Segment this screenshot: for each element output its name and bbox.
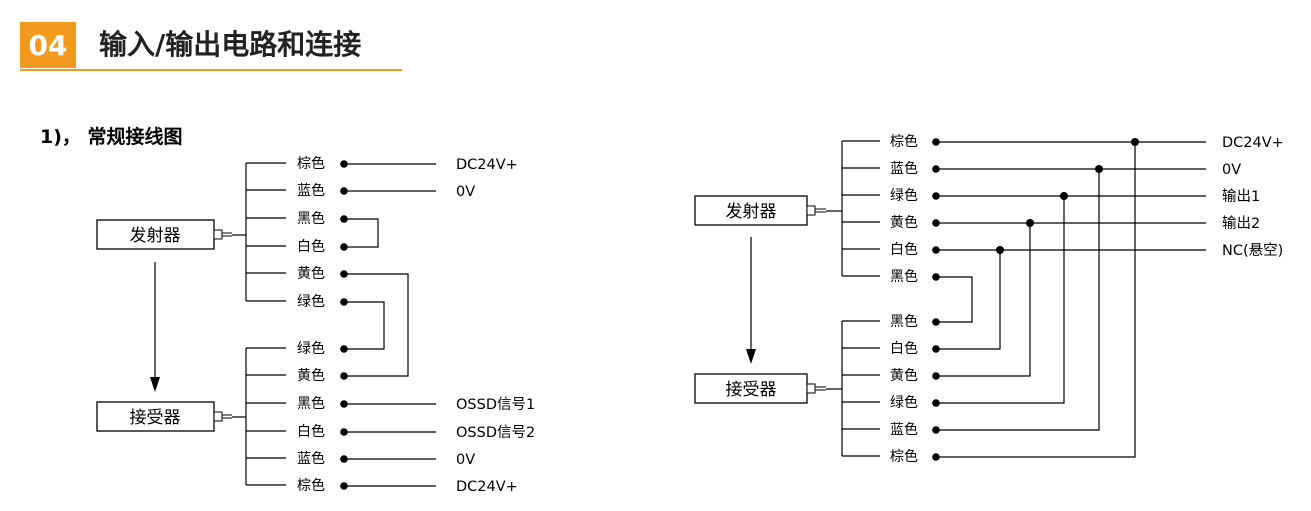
right-receiver-wire-6: 棕色: [842, 448, 940, 465]
left-emitter-label: 发射器: [130, 226, 181, 246]
right-blue-link: [936, 169, 1100, 431]
svg-text:绿色: 绿色: [297, 340, 325, 357]
svg-text:棕色: 棕色: [297, 155, 325, 172]
svg-text:黄色: 黄色: [297, 265, 325, 282]
right-yellow-link: [936, 223, 1031, 377]
left-receiver-signal-1: OSSD信号1: [456, 396, 535, 413]
svg-text:蓝色: 蓝色: [890, 421, 918, 438]
svg-text:绿色: 绿色: [890, 187, 918, 204]
right-brown-link: [936, 142, 1136, 458]
right-receiver-wire-1: 黑色: [842, 313, 940, 330]
subtitle: 1)， 常规接线图: [40, 126, 183, 148]
left-receiver-wire-1: 绿色: [246, 340, 348, 357]
right-receiver-wire-5: 蓝色: [842, 421, 940, 438]
svg-text:白色: 白色: [890, 340, 918, 357]
left-receiver-wire-3: 黑色: [246, 395, 348, 412]
svg-text:棕色: 棕色: [890, 448, 918, 465]
right-diagram: 发射器 棕色 蓝色 绿色 黄色 白色: [694, 133, 1284, 465]
left-receiver-signal-2: OSSD信号2: [456, 424, 535, 441]
svg-text:棕色: 棕色: [297, 477, 325, 494]
svg-text:蓝色: 蓝色: [297, 450, 325, 467]
svg-text:黑色: 黑色: [297, 210, 325, 227]
section-number-badge: 04: [20, 22, 76, 68]
left-receiver-signal-4: DC24V+: [456, 479, 518, 495]
right-emitter-label: 发射器: [726, 202, 777, 222]
left-emitter-connector: [213, 229, 223, 240]
svg-text:棕色: 棕色: [890, 133, 918, 150]
left-emitter-wire-6: 绿色: [246, 293, 348, 310]
right-emitter-wire-2: 蓝色: [842, 160, 940, 177]
left-yellow-link: [344, 273, 409, 377]
left-green-link: [344, 301, 385, 350]
svg-text:白色: 白色: [890, 241, 918, 258]
right-receiver-wire-3: 黄色: [842, 367, 940, 384]
svg-text:黄色: 黄色: [890, 367, 918, 384]
right-receiver-wire-4: 绿色: [842, 394, 940, 411]
svg-text:蓝色: 蓝色: [297, 182, 325, 199]
left-emitter-signal-2: 0V: [456, 184, 475, 200]
left-emitter-wire-4: 白色: [246, 238, 348, 255]
left-black-white-loop: [344, 218, 379, 248]
right-signal-1: DC24V+: [1222, 135, 1284, 151]
svg-text:白色: 白色: [297, 238, 325, 255]
left-emitter-wire-3: 黑色: [246, 210, 348, 227]
svg-text:黄色: 黄色: [297, 367, 325, 384]
svg-text:蓝色: 蓝色: [890, 160, 918, 177]
right-receiver-label: 接受器: [726, 380, 777, 400]
right-black-link: [936, 276, 973, 323]
right-green-link: [936, 196, 1065, 404]
svg-text:黑色: 黑色: [890, 268, 918, 285]
left-emitter-wire-2: 蓝色: [246, 182, 348, 199]
left-receiver-connector: [213, 411, 223, 422]
left-receiver-box: [96, 401, 215, 432]
section-title: 输入/输出电路和连接: [99, 28, 362, 61]
left-receiver-wire-5: 蓝色: [246, 450, 348, 467]
right-emitter-wire-4: 黄色: [842, 214, 940, 231]
left-diagram: 发射器 棕色 蓝色 黑色 白色 黄色: [96, 155, 535, 495]
left-receiver-signal-3: 0V: [456, 452, 475, 468]
svg-text:绿色: 绿色: [890, 394, 918, 411]
left-receiver-wire-4: 白色: [246, 423, 348, 440]
right-signal-5: NC(悬空): [1222, 242, 1283, 259]
left-emitter-wire-5: 黄色: [246, 265, 348, 282]
svg-text:绿色: 绿色: [297, 293, 325, 310]
left-receiver-wire-6: 棕色: [246, 477, 348, 494]
right-emitter-wire-3: 绿色: [842, 187, 940, 204]
left-receiver-wire-2: 黄色: [246, 367, 348, 384]
right-emitter-wire-6: 黑色: [842, 268, 940, 285]
right-emitter-wire-5: 白色: [842, 241, 940, 258]
left-emitter-box: [96, 219, 215, 250]
right-signal-2: 0V: [1222, 162, 1241, 178]
left-emitter-signal-1: DC24V+: [456, 157, 518, 173]
right-receiver-wire-2: 白色: [842, 340, 940, 357]
svg-text:黄色: 黄色: [890, 214, 918, 231]
left-emitter-wire-1: 棕色: [246, 155, 348, 172]
left-receiver-label: 接受器: [130, 408, 181, 428]
right-signal-3: 输出1: [1222, 188, 1260, 205]
right-receiver-connector: [806, 383, 816, 394]
svg-text:黑色: 黑色: [297, 395, 325, 412]
right-signal-4: 输出2: [1222, 215, 1260, 232]
right-receiver-box: [694, 373, 808, 404]
right-white-link: [936, 250, 1001, 350]
right-emitter-connector: [806, 205, 816, 216]
svg-text:白色: 白色: [297, 423, 325, 440]
title-underline: [20, 69, 402, 71]
svg-text:黑色: 黑色: [890, 313, 918, 330]
right-emitter-wire-1: 棕色: [842, 133, 940, 150]
